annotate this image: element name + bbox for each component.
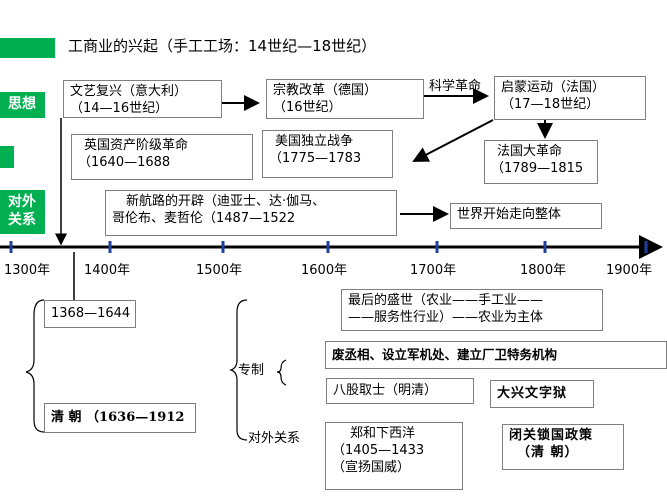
ming-text: 1368—1644 xyxy=(51,306,131,321)
bagu-text: 八股取士（明清） xyxy=(333,383,438,398)
label-scientific-revolution: 科学革命 xyxy=(429,79,482,94)
box-american-war: 美国独立战争 （1775—1783 xyxy=(262,130,393,178)
box-closed-door: 闭关锁国政策 （清 朝） xyxy=(502,424,624,470)
box-british-revolution: 英国资产阶级革命 （1640—1688 xyxy=(71,134,253,180)
box-late-prosperity: 最后的盛世（农业——手工业—— ——服务性行业）——农业为主体 xyxy=(341,289,603,331)
renaissance-line2: （14—16世纪） xyxy=(70,101,169,116)
marker-bar-small xyxy=(0,146,14,168)
new-routes-line2: 哥伦布、麦哲伦（1487—1522 xyxy=(112,211,296,226)
year-1800: 1800年 xyxy=(520,263,567,278)
late-prosperity-line2: ——服务性行业）——农业为主体 xyxy=(348,310,544,325)
reformation-line2: （16世纪） xyxy=(273,100,342,115)
wenziyu-text: 大兴文字狱 xyxy=(497,386,568,401)
zhenghe-line2: （1405—1433 xyxy=(332,443,425,458)
box-renaissance: 文艺复兴（意大利） （14—16世纪） xyxy=(63,80,222,118)
box-french-revolution: 法国大革命 （1789—1815 xyxy=(484,140,598,184)
box-ming: 1368—1644 xyxy=(44,300,136,328)
label-foreign-2: 关系 xyxy=(8,212,36,228)
brace-ming-qing xyxy=(25,299,45,433)
arrow-enlightenment-american xyxy=(412,119,494,162)
box-reformation: 宗教改革（德国） （16世纪） xyxy=(266,79,424,119)
label-thought: 思想 xyxy=(8,96,36,112)
abolish-text: 废丞相、设立军机处、建立厂卫特务机构 xyxy=(332,347,558,362)
box-enlightenment: 启蒙运动（法国） （17—18世纪） xyxy=(494,76,646,120)
timeline-ticks xyxy=(9,241,648,253)
zhenghe-line3: （宣扬国威） xyxy=(332,460,411,475)
french-line2: （1789—1815 xyxy=(491,161,584,176)
box-world-whole: 世界开始走向整体 xyxy=(450,203,602,229)
reformation-line1: 宗教改革（德国） xyxy=(273,83,378,98)
french-line1: 法国大革命 xyxy=(497,144,563,159)
label-autocracy: 专制 xyxy=(238,363,265,378)
marker-bar-top xyxy=(0,38,55,58)
marker-bar-thought xyxy=(0,92,45,118)
box-zhenghe: 郑和下西洋 （1405—1433 （宣扬国威） xyxy=(325,422,463,490)
year-1500: 1500年 xyxy=(196,263,243,278)
new-routes-line1: 新航路的开辟（迪亚士、达·伽马、 xyxy=(126,194,326,209)
world-whole-text: 世界开始走向整体 xyxy=(457,207,562,222)
label-foreign-relations: 对外关系 xyxy=(248,431,301,446)
qing-text: 清 朝 （1636—1912 xyxy=(51,410,185,425)
zhenghe-line1: 郑和下西洋 xyxy=(350,426,416,441)
brace-small xyxy=(276,359,287,386)
box-bagu: 八股取士（明清） xyxy=(326,378,474,404)
closed-door-line2: （清 朝） xyxy=(517,445,579,460)
marker-bar-foreign xyxy=(0,190,45,234)
box-wenziyu: 大兴文字狱 xyxy=(490,380,594,408)
label-foreign-1: 对外 xyxy=(8,194,36,210)
page-title: 工商业的兴起（手工工场：14世纪—18世纪） xyxy=(68,37,377,55)
box-new-routes: 新航路的开辟（迪亚士、达·伽马、 哥伦布、麦哲伦（1487—1522 xyxy=(105,190,397,236)
british-line2: （1640—1688 xyxy=(78,155,171,170)
enlightenment-line1: 启蒙运动（法国） xyxy=(501,80,606,95)
year-1400: 1400年 xyxy=(84,263,131,278)
late-prosperity-line1: 最后的盛世（农业——手工业—— xyxy=(348,293,544,308)
enlightenment-line2: （17—18世纪） xyxy=(501,97,600,112)
renaissance-line1: 文艺复兴（意大利） xyxy=(70,84,188,99)
american-line2: （1775—1783 xyxy=(269,151,362,166)
british-line1: 英国资产阶级革命 xyxy=(84,138,189,153)
american-line1: 美国独立战争 xyxy=(275,134,354,149)
year-1700: 1700年 xyxy=(410,263,457,278)
year-1900: 1900年 xyxy=(606,263,653,278)
year-1600: 1600年 xyxy=(301,263,348,278)
box-qing: 清 朝 （1636—1912 xyxy=(44,403,196,433)
brace-right xyxy=(229,299,248,441)
closed-door-line1: 闭关锁国政策 xyxy=(509,428,594,443)
box-abolish: 废丞相、设立军机处、建立厂卫特务机构 xyxy=(325,341,667,369)
year-1300: 1300年 xyxy=(4,263,51,278)
